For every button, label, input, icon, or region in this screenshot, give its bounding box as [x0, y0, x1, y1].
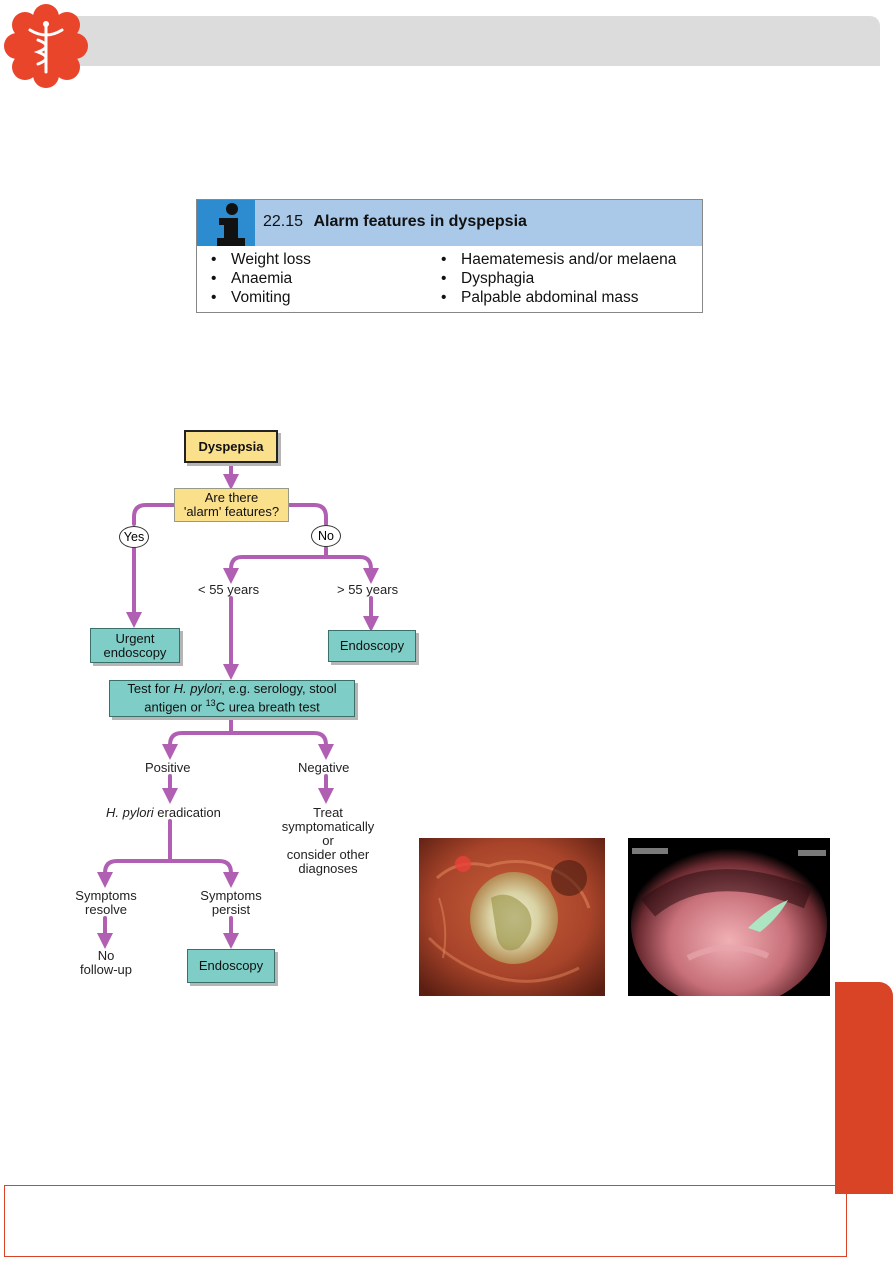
test-line2-suffix: C urea breath test [215, 699, 320, 715]
under-55-label: < 55 years [198, 582, 260, 597]
label-line: diagnoses [298, 861, 358, 876]
positive-label: Positive [145, 760, 191, 775]
test-organism: H. pylori [173, 681, 222, 697]
dyspepsia-box: Dyspepsia [184, 430, 278, 463]
label-line: follow-up [79, 962, 133, 977]
list-item: Haematemesis and/or melaena [437, 250, 676, 269]
list-item: Anaemia [207, 269, 311, 288]
list-item: Vomiting [207, 288, 311, 307]
header-bar [62, 16, 880, 66]
alarm-list-left: Weight loss Anaemia Vomiting [207, 250, 311, 307]
label-line: Symptoms [75, 888, 137, 903]
label-line: or [322, 833, 334, 848]
test-line2-prefix: antigen or [144, 699, 206, 715]
footer-box [4, 1185, 847, 1257]
info-icon [197, 200, 255, 246]
info-box-header: 22.15 Alarm features in dyspepsia [197, 200, 702, 246]
list-item: Palpable abdominal mass [437, 288, 676, 307]
endoscopy-photo-ulcer [419, 838, 605, 996]
label-line: symptomatically [281, 819, 375, 834]
box-line: Urgent [115, 630, 155, 646]
alarm-features-box: 22.15 Alarm features in dyspepsia Weight… [196, 199, 703, 313]
alarm-list-right: Haematemesis and/or melaena Dysphagia Pa… [437, 250, 676, 307]
info-box-number: 22.15 [263, 213, 304, 230]
eradication-organism: H. pylori [106, 805, 154, 820]
endoscopy-photo-lesion [628, 838, 830, 996]
test-line-1: Test for H. pylori, e.g. serology, stool [127, 682, 336, 696]
symptoms-resolve-label: Symptoms resolve [66, 889, 146, 917]
eradication-label: H. pylori eradication [106, 806, 221, 820]
treat-symptomatically-label: Treat symptomatically or consider other … [276, 806, 380, 876]
list-item: Dysphagia [437, 269, 676, 288]
eradication-text: eradication [153, 805, 221, 820]
label-line: consider other [286, 847, 370, 862]
no-label: No [311, 525, 341, 547]
label-line: Symptoms [200, 888, 262, 903]
hpylori-test-box: Test for H. pylori, e.g. serology, stool… [109, 680, 355, 717]
endoscopy-persist-box: Endoscopy [187, 949, 275, 983]
test-prefix: Test for [127, 681, 174, 697]
label-line: No [97, 948, 115, 963]
label-line: persist [211, 902, 251, 917]
test-suffix: , e.g. serology, stool [221, 681, 337, 697]
medical-caduceus-logo-icon [4, 4, 88, 88]
yes-label: Yes [119, 526, 149, 548]
question-line: 'alarm' features? [183, 504, 280, 519]
box-line: endoscopy [103, 644, 167, 660]
alarm-question-box: Are there 'alarm' features? [174, 488, 289, 522]
test-superscript: 13 [205, 698, 216, 709]
over-55-label: > 55 years [337, 582, 399, 597]
negative-label: Negative [298, 760, 350, 775]
info-box-title-text: Alarm features in dyspepsia [313, 213, 527, 230]
urgent-endoscopy-box: Urgent endoscopy [90, 628, 180, 663]
label-line: Treat [313, 805, 343, 820]
symptoms-persist-label: Symptoms persist [191, 889, 271, 917]
question-line: Are there [204, 490, 259, 505]
chapter-side-tab [835, 982, 893, 1194]
no-follow-up-label: No follow-up [70, 949, 142, 977]
endoscopy-over55-box: Endoscopy [328, 630, 416, 662]
info-box-title: 22.15 Alarm features in dyspepsia [263, 213, 527, 231]
label-line: resolve [85, 902, 127, 917]
list-item: Weight loss [207, 250, 311, 269]
test-line-2: antigen or 13C urea breath test [144, 696, 320, 714]
